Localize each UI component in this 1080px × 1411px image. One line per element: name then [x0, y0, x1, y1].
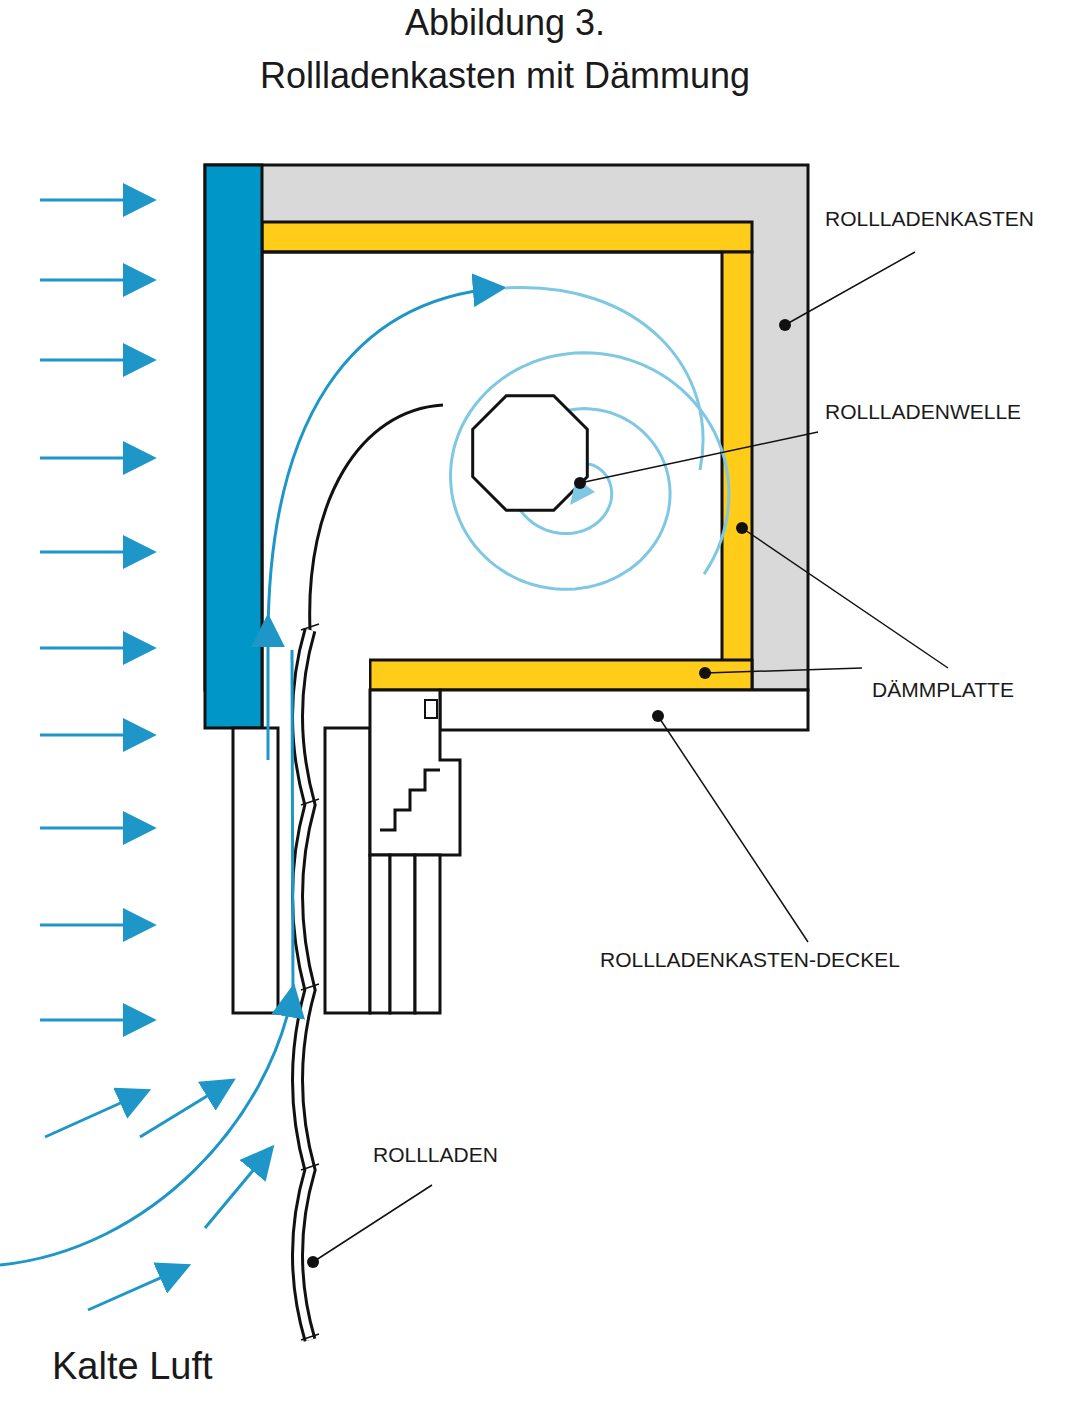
shutter-strap [310, 405, 443, 630]
housing [205, 165, 808, 690]
figure-subtitle: Rollladenkasten mit Dämmung [260, 55, 750, 96]
wind-arrow [40, 827, 150, 830]
part-label: ROLLLADENKASTEN [825, 207, 1034, 231]
wind-arrow [40, 199, 150, 202]
slot [262, 658, 369, 730]
insulation-top [262, 222, 752, 252]
airflow-spiral [451, 353, 729, 589]
wind-arrow [40, 457, 150, 460]
window-frame [370, 690, 460, 855]
wind-arrow [40, 647, 150, 650]
wind-arrow [40, 924, 150, 927]
air-label: Kalte Luft [52, 1345, 213, 1389]
insulation-bottom [370, 660, 752, 690]
figure-title: Abbildung 3. [405, 2, 605, 43]
shutter-slats [298, 630, 311, 1340]
wind-arrow [205, 1150, 270, 1228]
part-label: ROLLLADENKASTEN-DECKEL [600, 948, 900, 972]
wind-arrow [140, 1082, 230, 1137]
front-plate [205, 165, 262, 728]
wind-arrow [40, 279, 150, 282]
wind-arrow [40, 359, 150, 362]
wind-arrow [40, 551, 150, 554]
wind-arrow [88, 1267, 185, 1310]
box-cover [440, 690, 808, 730]
wind-arrow [40, 734, 150, 737]
part-label: DÄMMPLATTE [872, 678, 1014, 702]
wind-arrow [45, 1092, 145, 1137]
shutter-shaft [473, 396, 588, 511]
part-label: ROLLLADEN [373, 1143, 498, 1167]
part-label: ROLLLADENWELLE [825, 400, 1021, 424]
cavity [262, 252, 722, 660]
wind-arrow [40, 1019, 150, 1022]
